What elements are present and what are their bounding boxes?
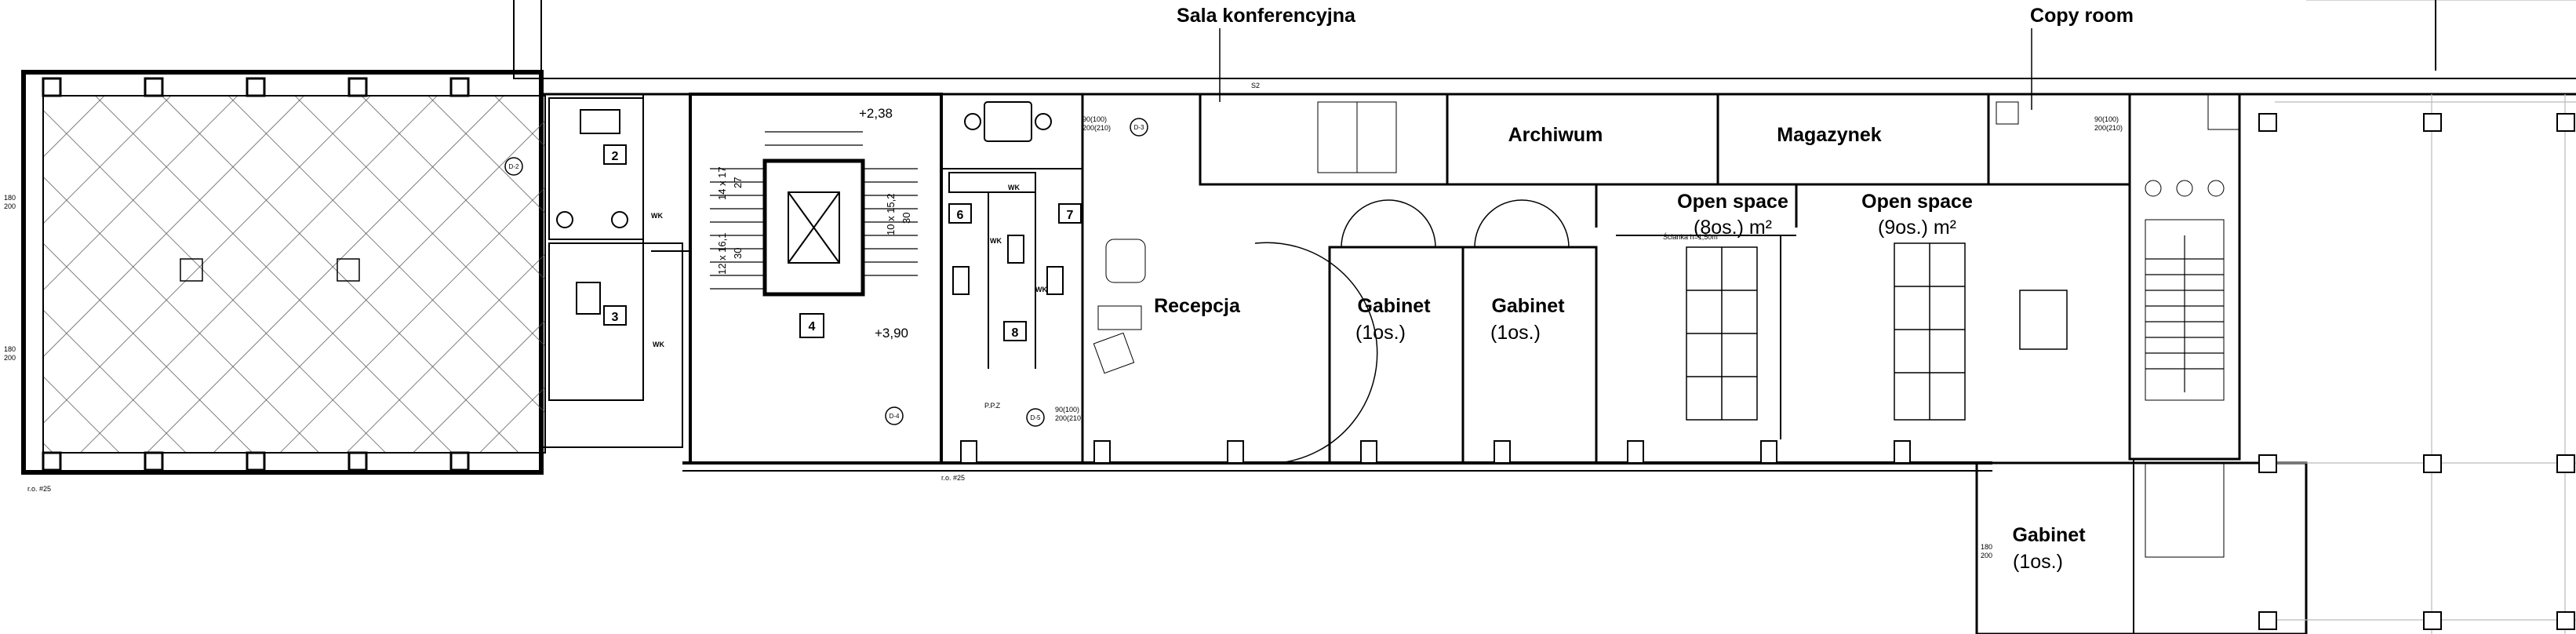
room-capacity-open-space-2: (9os.) m² xyxy=(1878,217,1956,239)
svg-text:180: 180 xyxy=(4,194,16,202)
stair-dim: 27 xyxy=(732,177,744,188)
wc-label: WK xyxy=(651,212,663,220)
door-tag: D-2 D-3 D-4 D-5 xyxy=(504,118,1148,427)
elevation-note-left: r.o. #25 xyxy=(27,485,51,493)
svg-text:180: 180 xyxy=(4,345,16,353)
partition-note: Ścianka h=1,50m xyxy=(1663,232,1718,241)
room-capacity-office-2: (1os.) xyxy=(1490,322,1541,344)
room-label-office-2: Gabinet xyxy=(1491,295,1565,317)
stair-dim: 10 x 15,2 xyxy=(885,194,897,236)
wc-label: WK xyxy=(1035,286,1047,293)
svg-text:200(210): 200(210) xyxy=(1082,124,1111,132)
room-capacity-open-space-1: (8os.) m² xyxy=(1694,217,1772,239)
room-number-4: 4 xyxy=(809,320,816,333)
room-number-6: 6 xyxy=(957,209,964,222)
stair-dim: 12 x 16,1 xyxy=(716,233,728,275)
svg-text:D-4: D-4 xyxy=(890,413,900,420)
room-number-2: 2 xyxy=(612,150,619,163)
pp-note: P.P.Z xyxy=(984,402,1001,410)
svg-text:90(100): 90(100) xyxy=(1082,115,1107,123)
svg-text:D-2: D-2 xyxy=(509,163,519,170)
svg-text:200(210): 200(210) xyxy=(1055,414,1083,422)
room-label-office-3: Gabinet xyxy=(2012,524,2086,546)
room-label-open-space-1: Open space xyxy=(1677,191,1788,213)
svg-text:200: 200 xyxy=(1981,552,1992,559)
room-label-storage: Magazynek xyxy=(1777,124,1881,146)
svg-text:D-5: D-5 xyxy=(1031,414,1041,421)
svg-text:180: 180 xyxy=(1981,543,1992,551)
room-label-conference: Sala konferencyjna xyxy=(1177,5,1356,27)
svg-text:D-3: D-3 xyxy=(1134,124,1144,131)
svg-text:200: 200 xyxy=(4,202,16,210)
svg-text:200: 200 xyxy=(4,354,16,362)
svg-text:200(210): 200(210) xyxy=(2094,124,2123,132)
stair-dim: 14 x 17 xyxy=(716,166,728,200)
room-label-office-1: Gabinet xyxy=(1357,295,1431,317)
stair-dim: 30 xyxy=(732,248,744,259)
left-hall xyxy=(21,70,546,475)
level-mark-upper: +2,38 xyxy=(859,106,893,121)
stair-dim: 30 xyxy=(901,213,912,224)
svg-text:90(100): 90(100) xyxy=(2094,115,2119,123)
room-number-3: 3 xyxy=(612,311,619,324)
wc-label: WK xyxy=(990,237,1002,245)
wc-label: WK xyxy=(653,341,664,348)
wc-block-left xyxy=(541,93,683,448)
room-capacity-office-1: (1os.) xyxy=(1355,322,1406,344)
level-mark-lower: +3,90 xyxy=(875,326,908,341)
room-label-open-space-2: Open space xyxy=(1861,191,1973,213)
desks-open-space-1 xyxy=(1686,246,1758,421)
room-label-copy-room: Copy room xyxy=(2030,5,2134,27)
door-dimension: 90(100) 200(210) 90(100) 200(210) 90(100… xyxy=(1055,115,2123,422)
facade-columns xyxy=(960,440,1911,464)
elevation-note-mid: r.o. #25 xyxy=(941,474,965,482)
svg-text:90(100): 90(100) xyxy=(1055,406,1079,414)
room-label-reception: Recepcja xyxy=(1154,295,1241,317)
desks-open-space-2 xyxy=(1894,242,2068,421)
wc-label: WK xyxy=(1008,184,1020,191)
room-label-archive: Archiwum xyxy=(1508,124,1603,146)
room-number-8: 8 xyxy=(1012,326,1019,340)
sm-note: S2 xyxy=(1251,82,1260,89)
window-dimension: 180 200 180 200 180 200 xyxy=(4,194,1992,559)
room-number-7: 7 xyxy=(1067,209,1074,222)
room-capacity-office-3: (1os.) xyxy=(2013,551,2063,573)
